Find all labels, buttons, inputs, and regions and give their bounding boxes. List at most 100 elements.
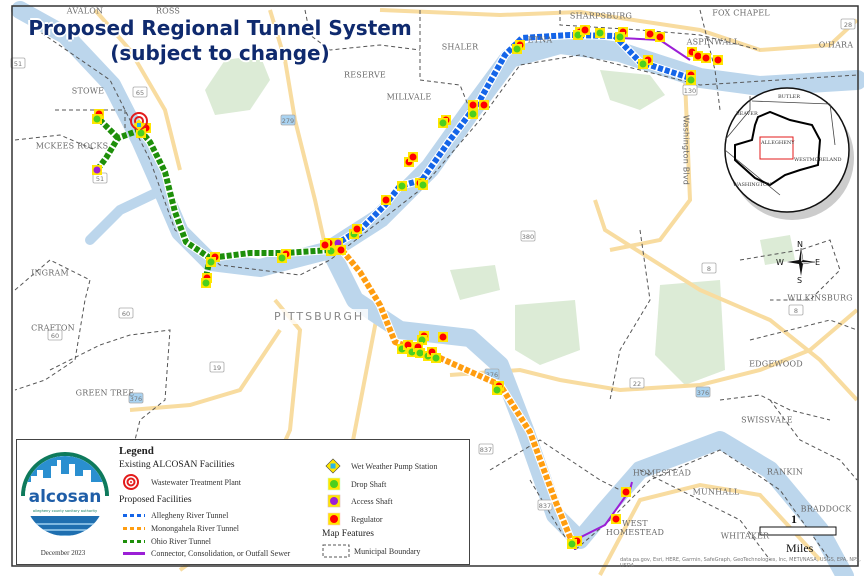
regulator-icon[interactable] <box>693 51 703 61</box>
place-label: WHITAKER <box>720 531 770 541</box>
regulator-icon[interactable] <box>438 332 448 342</box>
title-line-2: (subject to change) <box>110 41 330 65</box>
drop-shaft-icon[interactable] <box>418 180 428 190</box>
svg-text:376: 376 <box>486 371 498 379</box>
regulator-icon[interactable] <box>381 195 391 205</box>
svg-text:376: 376 <box>130 395 142 403</box>
regulator-icon[interactable] <box>352 224 362 234</box>
legend-ohio-label: Ohio River Tunnel <box>151 537 212 546</box>
regulator-icon[interactable] <box>621 487 631 497</box>
municipal-boundary-swatch <box>322 544 350 558</box>
regulator-icon[interactable] <box>403 340 413 350</box>
route-shield-376: 376 <box>128 392 144 404</box>
svg-text:837: 837 <box>539 502 551 510</box>
route-shield-60: 60 <box>118 307 134 319</box>
scale-unit: Miles <box>786 541 814 555</box>
ohio-tunnel-swatch <box>123 540 145 543</box>
svg-text:376: 376 <box>697 389 709 397</box>
parks-layer <box>205 55 795 385</box>
drop-shaft-icon[interactable] <box>417 335 427 345</box>
route-shield-22: 22 <box>629 377 645 389</box>
legend-panel: alcosan allegheny county sanitary author… <box>16 439 470 565</box>
drop-shaft-icon[interactable] <box>206 257 216 267</box>
regulator-icon[interactable] <box>320 240 330 250</box>
inset-label: BEAVER <box>736 111 758 117</box>
drop-shaft-icon[interactable] <box>136 128 146 138</box>
regulator-icon[interactable] <box>611 514 621 524</box>
place-label: STOWE <box>71 86 105 96</box>
drop-shaft-icon[interactable] <box>492 385 502 395</box>
drop-shaft-icon[interactable] <box>573 30 583 40</box>
drop-shaft-icon[interactable] <box>397 181 407 191</box>
drop-shaft-icon[interactable] <box>512 44 522 54</box>
place-label: HOMESTEAD <box>632 468 692 478</box>
chartiers-backchannel <box>85 185 167 245</box>
regulator-icon[interactable] <box>479 100 489 110</box>
regulator-legend-icon <box>327 512 341 526</box>
place-label: FOX CHAPEL <box>712 8 770 18</box>
compass-e: E <box>815 258 821 267</box>
drop-shaft-icon[interactable] <box>686 75 696 85</box>
place-label: ETNA <box>527 35 553 45</box>
legend-regulator-label: Regulator <box>351 515 383 524</box>
legend-boundary-label: Municipal Boundary <box>354 547 421 556</box>
regulator-icon[interactable] <box>580 25 590 35</box>
road-label: Washington Blvd <box>681 114 691 186</box>
municipal-boundaries <box>14 9 858 561</box>
regulator-icon[interactable] <box>701 53 711 63</box>
access-shaft-legend-icon <box>327 494 341 508</box>
legend-wwtp-label: Wastewater Treatment Plant <box>151 478 242 487</box>
legend-drop-label: Drop Shaft <box>351 480 387 489</box>
compass-w: W <box>776 258 784 267</box>
scale-bar <box>759 526 837 536</box>
drop-shaft-icon[interactable] <box>201 278 211 288</box>
mon-tunnel-swatch <box>123 527 145 530</box>
drop-shaft-icon[interactable] <box>438 118 448 128</box>
drop-shaft-icon[interactable] <box>638 59 648 69</box>
allegheny-tunnel-swatch <box>123 514 145 517</box>
svg-text:380: 380 <box>522 233 534 241</box>
drop-shaft-icon[interactable] <box>615 32 625 42</box>
drop-shaft-icon[interactable] <box>595 28 605 38</box>
legend-mon-label: Monongahela River Tunnel <box>151 524 239 533</box>
compass-n: N <box>797 240 803 249</box>
svg-text:8: 8 <box>794 307 798 315</box>
route-shield-279: 279 <box>280 114 296 126</box>
drop-shaft-icon[interactable] <box>92 114 102 124</box>
drop-shaft-icon[interactable] <box>277 253 287 263</box>
map-title: Proposed Regional Tunnel System (subject… <box>10 16 430 66</box>
svg-text:8: 8 <box>707 265 711 273</box>
svg-text:130: 130 <box>684 87 696 95</box>
access-shaft-icon[interactable] <box>92 165 102 175</box>
drop-shaft-icon[interactable] <box>431 353 441 363</box>
place-label: WILKINSBURG <box>787 293 853 303</box>
north-arrow-icon <box>787 247 816 276</box>
svg-text:279: 279 <box>282 117 294 125</box>
inset-locator-map <box>724 87 854 220</box>
allegheny-county-outline <box>734 110 822 187</box>
place-label: SWISSVALE <box>741 415 793 425</box>
legend-title: Legend <box>119 445 154 457</box>
regulator-icon[interactable] <box>655 32 665 42</box>
regulator-icon[interactable] <box>713 55 723 65</box>
regulator-icon[interactable] <box>468 100 478 110</box>
regulator-icon[interactable] <box>645 29 655 39</box>
route-shield-8: 8 <box>701 262 717 274</box>
title-line-1: Proposed Regional Tunnel System <box>28 16 412 40</box>
legend-proposed-heading: Proposed Facilities <box>119 495 192 505</box>
place-label: SHALER <box>441 42 479 52</box>
route-shield-65: 65 <box>132 86 148 98</box>
place-label: SHARPSBURG <box>569 11 633 21</box>
route-shield-837: 837 <box>478 443 494 455</box>
drop-shaft-icon[interactable] <box>415 348 425 358</box>
route-shield-130: 130 <box>682 84 698 96</box>
regulator-icon[interactable] <box>336 245 346 255</box>
access-shaft-icon[interactable] <box>333 238 343 248</box>
drop-shaft-icon[interactable] <box>468 109 478 119</box>
place-label: INGRAM <box>31 268 69 278</box>
place-label: MUNHALL <box>692 487 740 497</box>
drop-shaft-icon[interactable] <box>567 539 577 549</box>
regulator-icon[interactable] <box>408 152 418 162</box>
svg-text:837: 837 <box>480 446 492 454</box>
map-frame <box>11 5 859 567</box>
